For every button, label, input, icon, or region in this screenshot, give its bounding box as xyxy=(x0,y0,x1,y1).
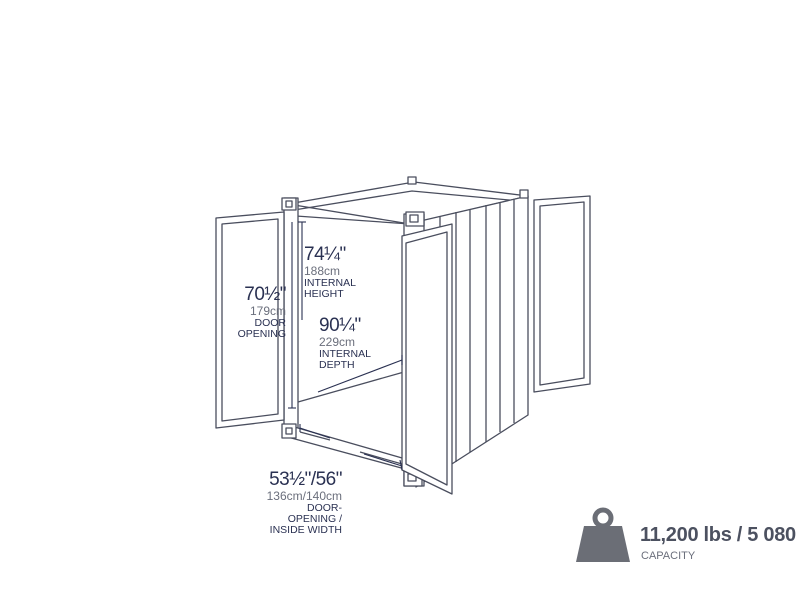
inside-width-caption-2: OPENING / xyxy=(287,512,342,525)
internal-height-imperial: 74¼" xyxy=(304,244,346,265)
internal-height-caption-1: INTERNAL xyxy=(304,276,356,289)
front-frame xyxy=(283,197,299,429)
front-right-door xyxy=(401,223,453,495)
internal-height-caption-2: HEIGHT xyxy=(304,287,344,300)
internal-depth-caption-2: DEPTH xyxy=(319,358,355,371)
inside-width-caption-3: INSIDE WIDTH xyxy=(269,523,342,536)
corner-casting xyxy=(281,197,297,211)
depth-dimension-line xyxy=(317,359,403,393)
door-opening-caption-2: OPENING xyxy=(237,327,286,340)
corner-casting xyxy=(281,423,297,439)
internal-depth-label: 90¼" 229cm INTERNAL DEPTH xyxy=(319,316,371,371)
corner-casting xyxy=(405,211,425,227)
inside-width-caption-1: DOOR- xyxy=(307,501,342,514)
door-opening-label: 70½" 179cm DOOR OPENING xyxy=(200,284,287,340)
inside-width-imperial: 53½"/56" xyxy=(269,469,342,490)
internal-depth-imperial: 90¼" xyxy=(319,315,361,336)
width-dimension-line xyxy=(299,427,331,439)
roof-edge xyxy=(293,190,521,211)
capacity-label: CAPACITY xyxy=(641,550,696,562)
door-opening-metric: 179cm xyxy=(249,303,286,318)
door-opening-caption-1: DOOR xyxy=(254,316,287,329)
side-corrugation xyxy=(439,199,515,472)
capacity-value: 11,200 lbs / 5 080 xyxy=(640,524,796,546)
internal-depth-metric: 229cm xyxy=(319,334,356,349)
left-door xyxy=(215,211,285,429)
rear-right-door xyxy=(533,195,591,393)
internal-height-metric: 188cm xyxy=(304,263,341,278)
inside-width-metric: 136cm/140cm xyxy=(266,488,342,503)
inside-width-label: 53½"/56" 136cm/140cm DOOR- OPENING / INS… xyxy=(230,469,343,536)
internal-depth-caption-1: INTERNAL xyxy=(319,347,371,360)
bottom-sill xyxy=(283,423,417,473)
internal-height-label: 74¼" 188cm INTERNAL HEIGHT xyxy=(304,245,356,300)
weight-icon xyxy=(576,507,630,562)
door-opening-imperial: 70½" xyxy=(244,284,286,305)
interior-floor xyxy=(297,371,405,403)
